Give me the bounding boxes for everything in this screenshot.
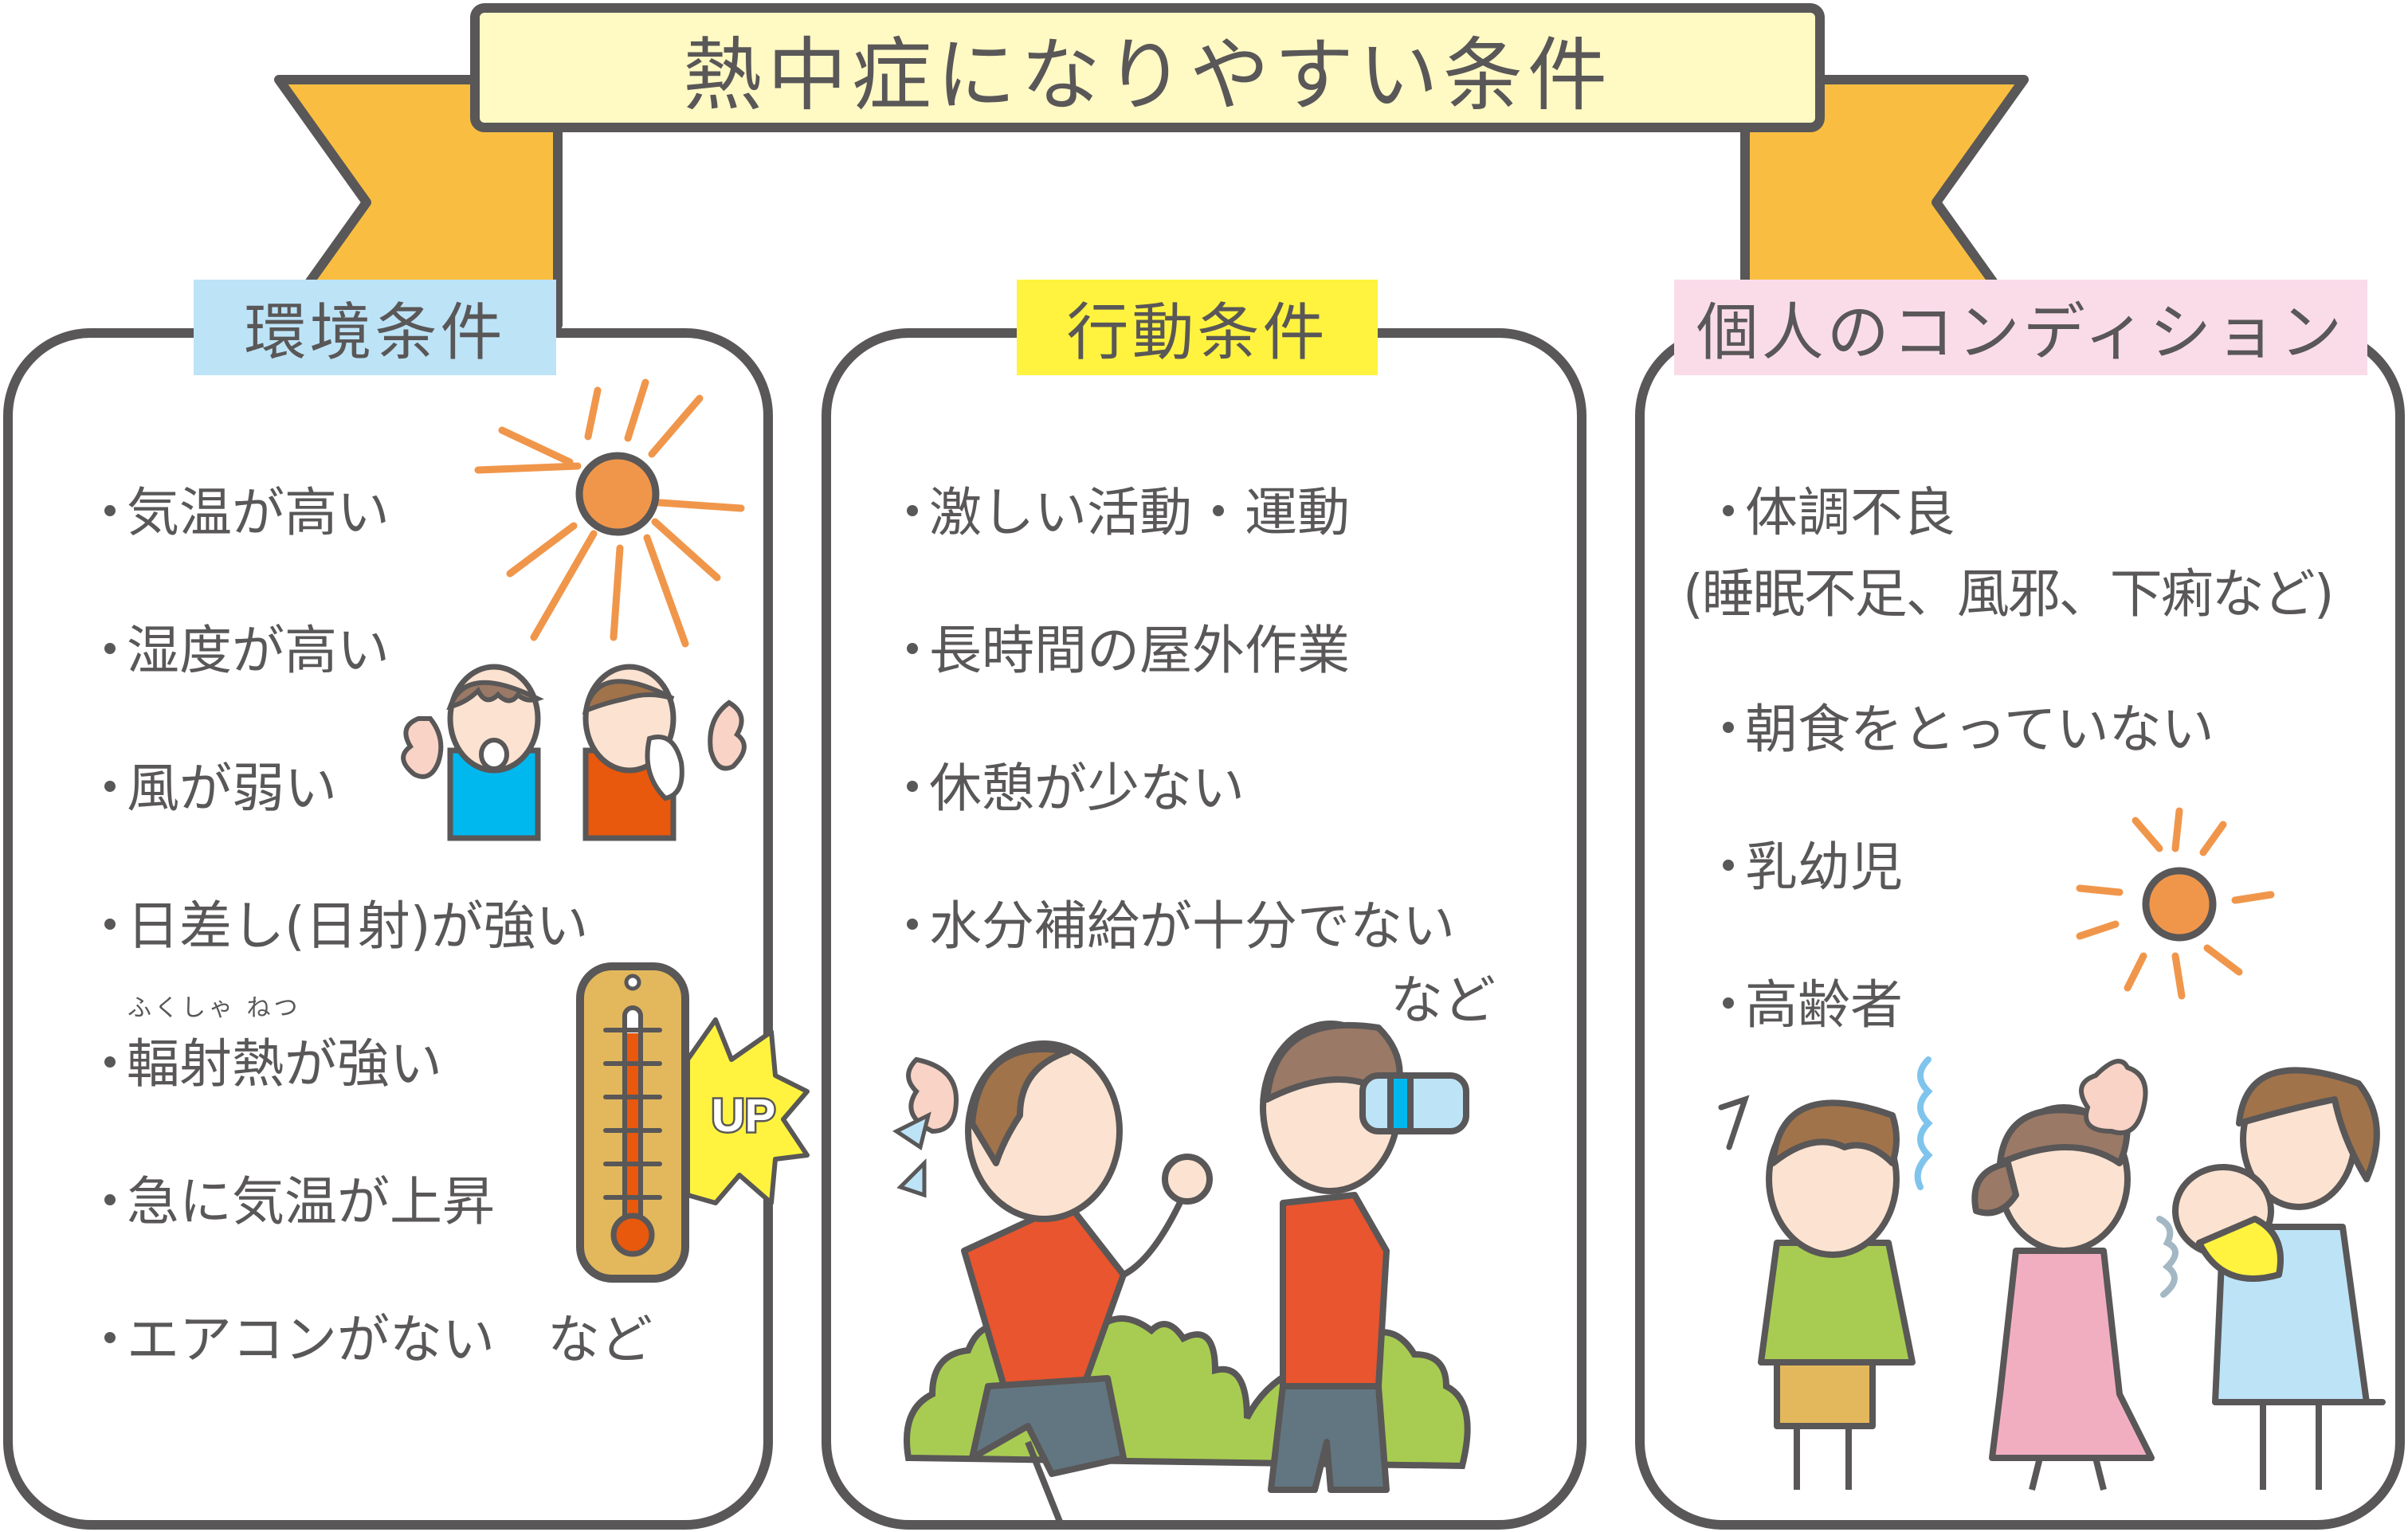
bullet: ・ <box>886 620 939 681</box>
list-item-suffix: など <box>1390 970 1496 1031</box>
behavior-label: 行動条件 <box>1017 280 1378 375</box>
bullet: ・ <box>886 895 939 957</box>
list-item: ・乳幼児 <box>1702 825 1903 901</box>
list-item: ・湿度が高い <box>84 608 390 684</box>
personal-label: 個人のコンディション <box>1674 280 2367 375</box>
bullet: ・ <box>84 1033 136 1095</box>
bullet: ・ <box>886 758 939 819</box>
behavior-panel <box>822 328 1586 1530</box>
list-item: ・エアコンがない など <box>84 1297 653 1373</box>
environment-panel <box>3 328 773 1530</box>
list-item: ・風が弱い <box>84 746 337 822</box>
page-title: 熱中症になりやすい条件 <box>683 28 1612 122</box>
list-item: ・休憩が少ない <box>886 746 1245 822</box>
list-item: ・激しい活動・運動 <box>886 470 1350 547</box>
furigana: ふくしゃ ねつ <box>127 994 301 1022</box>
sweating-children-illustration <box>394 663 753 841</box>
personal-label-text: 個人のコンディション <box>1696 297 2346 369</box>
title-banner: 熱中症になりやすい条件 <box>470 3 1825 132</box>
bullet: ・ <box>84 758 136 819</box>
list-item: ・高齢者 <box>1702 962 1903 1039</box>
list-item: ・水分補給が十分でない <box>886 884 1455 960</box>
list-item: ・急に気温が上昇 <box>84 1159 495 1236</box>
students-illustration <box>869 1012 1586 1523</box>
list-sub-item: (睡眠不足、風邪、下痢など) <box>1683 563 2334 625</box>
list-item: ・体調不良 <box>1702 470 1955 547</box>
up-badge-text: UP <box>712 1090 776 1142</box>
list-item: ・気温が高い <box>84 470 390 547</box>
bullet: ・ <box>84 482 136 543</box>
sun-icon <box>2072 805 2279 1004</box>
sun-icon <box>446 374 749 648</box>
bullet: ・ <box>84 1171 136 1232</box>
bullet: ・ <box>1702 837 1755 898</box>
list-item: ・輻射熱が強い <box>84 1021 442 1098</box>
behavior-label-text: 行動条件 <box>1066 297 1328 369</box>
bullet: ・ <box>84 1309 136 1370</box>
thermometer-icon <box>574 960 693 1287</box>
list-item: ・朝食をとっていない <box>1702 687 2214 763</box>
bullet: ・ <box>84 620 136 681</box>
bullet: ・ <box>886 482 939 543</box>
list-item: ・長時間の屋外作業 <box>886 608 1350 684</box>
environment-label: 環境条件 <box>194 280 556 375</box>
bullet: ・ <box>84 895 136 957</box>
bullet: ・ <box>1702 699 1755 760</box>
up-burst-badge: UP <box>684 1012 811 1211</box>
bullet: ・ <box>1702 482 1755 543</box>
family-illustration <box>1705 1028 2386 1498</box>
environment-label-text: 環境条件 <box>244 297 506 369</box>
list-item: ・日差し(日射)が強い <box>84 884 589 960</box>
